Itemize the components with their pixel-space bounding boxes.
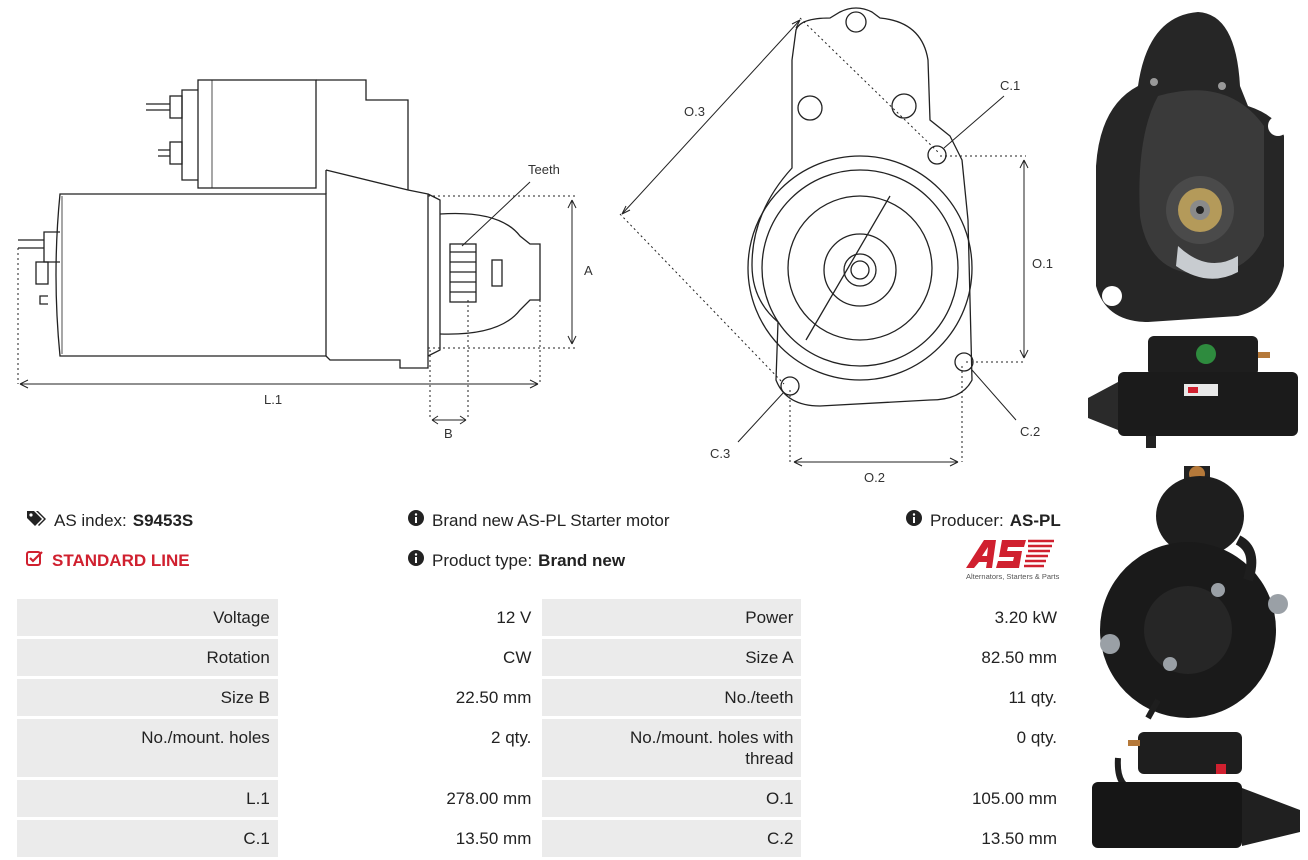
photo-side-view [1088,332,1302,452]
spec-label: Rotation [17,639,278,676]
pinion-gear [449,243,477,303]
spec-label: No./mount. holes [17,719,278,777]
spec-label: Size B [17,679,278,716]
dim-o3-label: O.3 [684,104,705,119]
spec-value: 3.20 kW [804,599,1065,636]
description-line: Brand new AS-PL Starter motor [408,510,669,531]
producer-line: Producer: AS-PL [906,510,1061,531]
spec-value: 13.50 mm [280,820,540,857]
producer-value: AS-PL [1009,510,1061,530]
spec-label: C.1 [17,820,278,857]
spec-value: 13.50 mm [804,820,1065,857]
photo-side-view-2 [1088,728,1302,856]
housing-outer [747,155,973,381]
photo-rear-view [1088,460,1302,722]
info-circle-icon [408,550,424,571]
spec-label: Power [542,599,802,636]
spec-value: CW [280,639,540,676]
starter-dimension-diagram: Teeth A L.1 B O.3 C.1 O.1 C.2 C.3 O.2 [17,7,1053,485]
dim-o2-label: O.2 [864,470,885,485]
product-type-value: Brand new [538,550,626,570]
spec-label: Voltage [17,599,278,636]
spec-value: 22.50 mm [280,679,540,716]
logo-tagline: Alternators, Starters & Parts [966,572,1060,581]
solenoid [197,79,317,189]
producer-label: Producer: [930,510,1004,530]
tags-icon [26,510,46,531]
spec-value: 11 qty. [804,679,1065,716]
spec-value: 82.50 mm [804,639,1065,676]
spec-label: O.1 [542,780,802,817]
info-circle-icon [408,510,424,531]
dim-c1-label: C.1 [1000,78,1020,93]
checkbox-icon [26,550,44,571]
standard-line-label: STANDARD LINE [52,550,190,570]
mounting-flange [751,7,973,407]
technical-drawing: Teeth A L.1 B O.3 C.1 O.1 C.2 C.3 O.2 [0,0,1080,490]
spec-label: No./mount. holes with thread [542,719,802,777]
dim-c3-label: C.3 [710,446,730,461]
teeth-label: Teeth [528,162,560,177]
spec-value: 278.00 mm [280,780,540,817]
as-index-label: AS index: [54,510,127,530]
spec-label: No./teeth [542,679,802,716]
mount-hole-c2 [954,352,974,372]
as-index-value: S9453S [132,510,194,530]
spec-label: L.1 [17,780,278,817]
as-logo-mark [966,539,1054,568]
upper-hole-right [891,93,917,119]
description-text: Brand new AS-PL Starter motor [432,510,670,530]
mount-hole-c1 [927,145,947,165]
as-index-line: AS index: S9453S [26,510,193,531]
product-line: STANDARD LINE [26,550,190,571]
product-type-line: Product type: Brand new [408,550,625,571]
dim-l1-label: L.1 [264,392,282,407]
info-circle-icon [906,510,922,531]
spec-value: 0 qty. [804,719,1065,777]
dim-c2-label: C.2 [1020,424,1040,439]
product-type-label: Product type: [432,550,533,570]
motor-body [55,193,327,357]
photo-front-view [1088,6,1302,330]
as-pl-logo: Alternators, Starters & Parts [962,538,1072,582]
spec-value: 105.00 mm [804,780,1065,817]
spec-label: C.2 [542,820,802,857]
dim-a-label: A [584,263,593,278]
spec-value: 12 V [280,599,540,636]
spec-value: 2 qty. [280,719,540,777]
dim-o1-label: O.1 [1032,256,1053,271]
upper-hole-left [797,95,823,121]
spec-label: Size A [542,639,802,676]
dim-b-label: B [444,426,453,441]
